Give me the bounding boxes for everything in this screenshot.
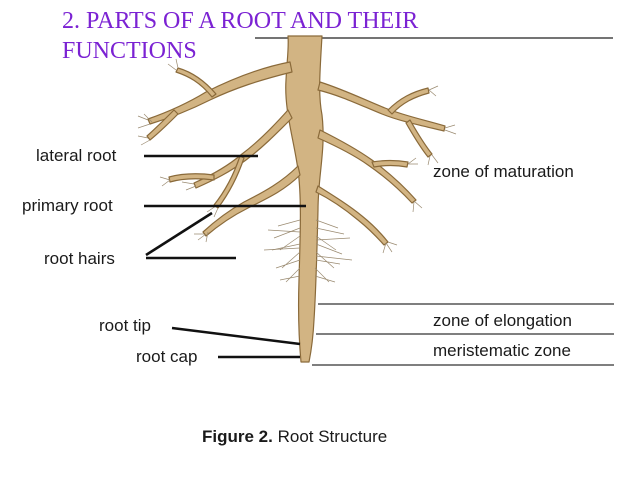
label-zone-of-elongation: zone of elongation [433, 311, 572, 330]
label-root-hairs: root hairs [44, 249, 115, 268]
lateral-root-lower-right [315, 185, 389, 246]
branch-ul-2 [146, 109, 179, 141]
lateral-root-upper-right [317, 81, 446, 132]
caption-figure-number: Figure 2. [202, 427, 273, 446]
lateral-root-mid-left [193, 109, 293, 189]
root-illustration [146, 35, 446, 363]
label-zone-of-maturation: zone of maturation [433, 162, 574, 181]
leader-root-tip [171, 326, 301, 346]
zone-dividers [312, 303, 614, 366]
lateral-root-mid-right [317, 129, 417, 204]
caption-text: Root Structure [273, 427, 387, 446]
leader-lines [144, 154, 306, 359]
lateral-root-lower-left [202, 165, 301, 237]
branch-ml-2 [168, 173, 215, 183]
leader-root-hairs-b [145, 211, 213, 257]
slide-title: 2. PARTS OF A ROOT AND THEIR FUNCTIONS [62, 6, 492, 66]
title-line-2: FUNCTIONS [62, 38, 197, 64]
label-root-tip: root tip [99, 316, 151, 335]
title-line-1: 2. PARTS OF A ROOT AND THEIR [62, 8, 419, 34]
branch-mr-1 [371, 159, 409, 168]
figure-caption: Figure 2. Root Structure [202, 427, 387, 446]
label-meristematic-zone: meristematic zone [433, 341, 571, 360]
root-hairs-illustration [137, 58, 457, 283]
branch-ul-1 [175, 67, 217, 98]
lateral-root-upper-left [147, 61, 293, 125]
branch-ur-2 [405, 119, 433, 158]
label-root-cap: root cap [136, 347, 197, 366]
label-primary-root: primary root [22, 196, 113, 215]
branch-ur-1 [387, 87, 430, 115]
label-lateral-root: lateral root [36, 146, 117, 165]
primary-root-shape [285, 35, 324, 363]
